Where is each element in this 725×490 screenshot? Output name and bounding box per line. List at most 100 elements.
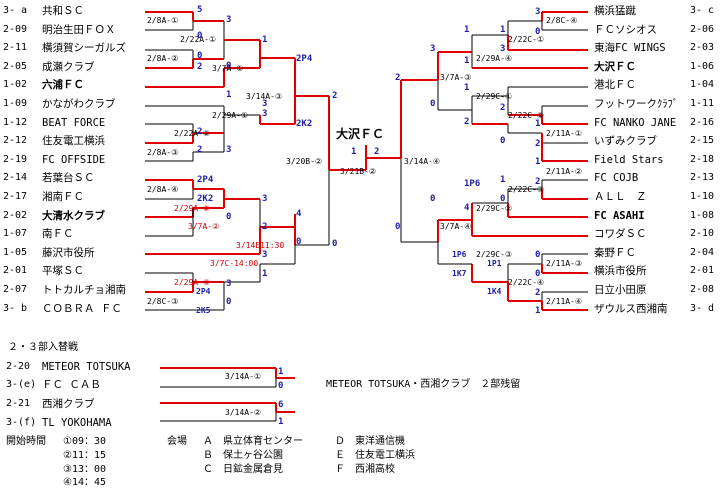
- left-team: BEAT FORCE: [42, 116, 106, 129]
- score: 2P4: [196, 287, 211, 296]
- score: 0: [278, 381, 284, 391]
- score: 2: [535, 177, 541, 187]
- match-label: 2/8C-③: [147, 297, 179, 306]
- right-seed: 2-08: [690, 284, 715, 295]
- right-seed: 1-10: [690, 191, 715, 202]
- left-team: 成瀬クラブ: [42, 60, 95, 73]
- score: 3: [262, 109, 268, 119]
- right-team: 横浜市役所: [594, 265, 647, 278]
- promotion-seed: 3-(f): [6, 417, 37, 428]
- center-champion-label: 大沢ＦＣ: [336, 127, 385, 141]
- promotion-title: ２・３部入替戦: [8, 342, 78, 353]
- score: 2: [464, 117, 470, 127]
- left-team: トトカルチョ湘南: [42, 284, 126, 296]
- right-seed: 2-01: [690, 265, 715, 277]
- score: 0: [535, 250, 541, 260]
- score: 0: [535, 269, 541, 279]
- score: 2K5: [196, 306, 211, 315]
- score: 0: [500, 194, 506, 204]
- left-seed: 1-05: [3, 246, 28, 258]
- right-team: ザウルス西湘南: [594, 302, 668, 315]
- left-team: 大清水クラブ: [42, 209, 105, 222]
- score: 1: [226, 90, 232, 100]
- score: 2: [395, 73, 401, 83]
- match-label: 2/8A-④: [147, 185, 179, 194]
- left-team: ＣＯＢＲＡ ＦＣ: [42, 302, 122, 315]
- score: 0: [296, 237, 302, 247]
- match-label: 2/22C-③: [508, 185, 545, 194]
- promotion-match-label: 3/14A-②: [225, 408, 262, 417]
- match-label: 3/21B-②: [340, 167, 377, 176]
- right-team: 大沢ＦＣ: [594, 60, 636, 73]
- right-team: いずみクラブ: [594, 135, 657, 148]
- right-seed: 2-06: [690, 23, 715, 35]
- score: 1P6: [464, 179, 481, 189]
- score: 1: [535, 306, 541, 316]
- match-label: 2/29C-②: [476, 204, 513, 213]
- start-time-label: 開始時間: [6, 436, 46, 447]
- left-seed: 1-09: [3, 98, 28, 109]
- score: 0: [226, 297, 232, 307]
- score: 1: [464, 56, 470, 66]
- right-team: FC COJB: [594, 172, 639, 185]
- match-label: 2/11A-③: [546, 259, 583, 268]
- score: 2: [197, 62, 203, 72]
- left-seed: 2-19: [3, 153, 28, 165]
- score: 2P4: [197, 175, 214, 185]
- left-seed: 1-07: [3, 228, 28, 240]
- right-team: ＡＬＬ Ｚ: [594, 191, 647, 203]
- right-team: フットワークｸﾗﾌﾞ: [594, 98, 678, 110]
- score: 0: [430, 99, 436, 109]
- promotion-team: METEOR TOTSUKA: [42, 361, 131, 373]
- left-team: FC OFFSIDE: [42, 153, 106, 166]
- match-label: 2/8C-④: [546, 16, 578, 25]
- match-label: 2/22C-①: [508, 35, 545, 44]
- left-seed: 2-14: [3, 172, 28, 184]
- right-team: FC NANKO JANE: [594, 116, 677, 129]
- left-seed: 2-09: [3, 23, 28, 35]
- score: 6: [278, 400, 284, 410]
- score: 4: [464, 203, 470, 213]
- venue-item: Ｅ 住友電工横浜: [335, 450, 415, 461]
- score: 2: [535, 139, 541, 149]
- score: 0: [395, 222, 401, 232]
- promotion-seed: 2-20: [6, 361, 31, 372]
- left-team: 藤沢市役所: [42, 246, 95, 259]
- score: 0: [535, 27, 541, 37]
- left-team: 横須賀シーガルズ: [42, 42, 126, 55]
- right-seed: 1-11: [690, 98, 715, 109]
- match-label: 3/20B-②: [286, 157, 323, 166]
- left-team: かながわクラブ: [42, 98, 116, 110]
- left-seed: 1-12: [3, 116, 28, 128]
- right-seed: 3- d: [690, 302, 715, 314]
- start-time: ③13：00: [63, 464, 107, 475]
- left-seed: 2-11: [3, 42, 28, 54]
- left-seed: 2-02: [3, 209, 28, 221]
- right-team: 秦野ＦＣ: [594, 246, 636, 259]
- score: 0: [197, 51, 203, 61]
- right-team: 横浜猛蹴: [594, 5, 636, 17]
- score: 2: [500, 103, 506, 113]
- promotion-team: TL YOKOHAMA: [42, 417, 112, 429]
- score: 2: [262, 222, 268, 232]
- left-team: 若葉台ＳＣ: [42, 172, 95, 185]
- right-team: FC ASAHI: [594, 209, 645, 222]
- score: 3: [262, 99, 268, 109]
- score: 0: [500, 136, 506, 146]
- right-seed: 2-03: [690, 42, 715, 54]
- promotion-match-label: 3/14A-①: [225, 372, 262, 381]
- score: 5: [197, 5, 203, 15]
- match-label: 2/11A-②: [546, 167, 583, 176]
- score: 3: [226, 279, 232, 289]
- match-label: 3/7A-③: [440, 73, 472, 82]
- score: 2K2: [296, 119, 313, 129]
- right-seed: 2-16: [690, 116, 715, 128]
- score: 0: [197, 31, 203, 41]
- venue-item: Ｆ 西湘高校: [335, 464, 395, 475]
- score: 0: [332, 239, 338, 249]
- right-seed: 2-13: [690, 172, 715, 184]
- match-label: 2/29A-③: [174, 278, 211, 287]
- score: 1: [262, 35, 268, 45]
- left-seed: 2-12: [3, 135, 28, 147]
- score: 3: [500, 44, 506, 54]
